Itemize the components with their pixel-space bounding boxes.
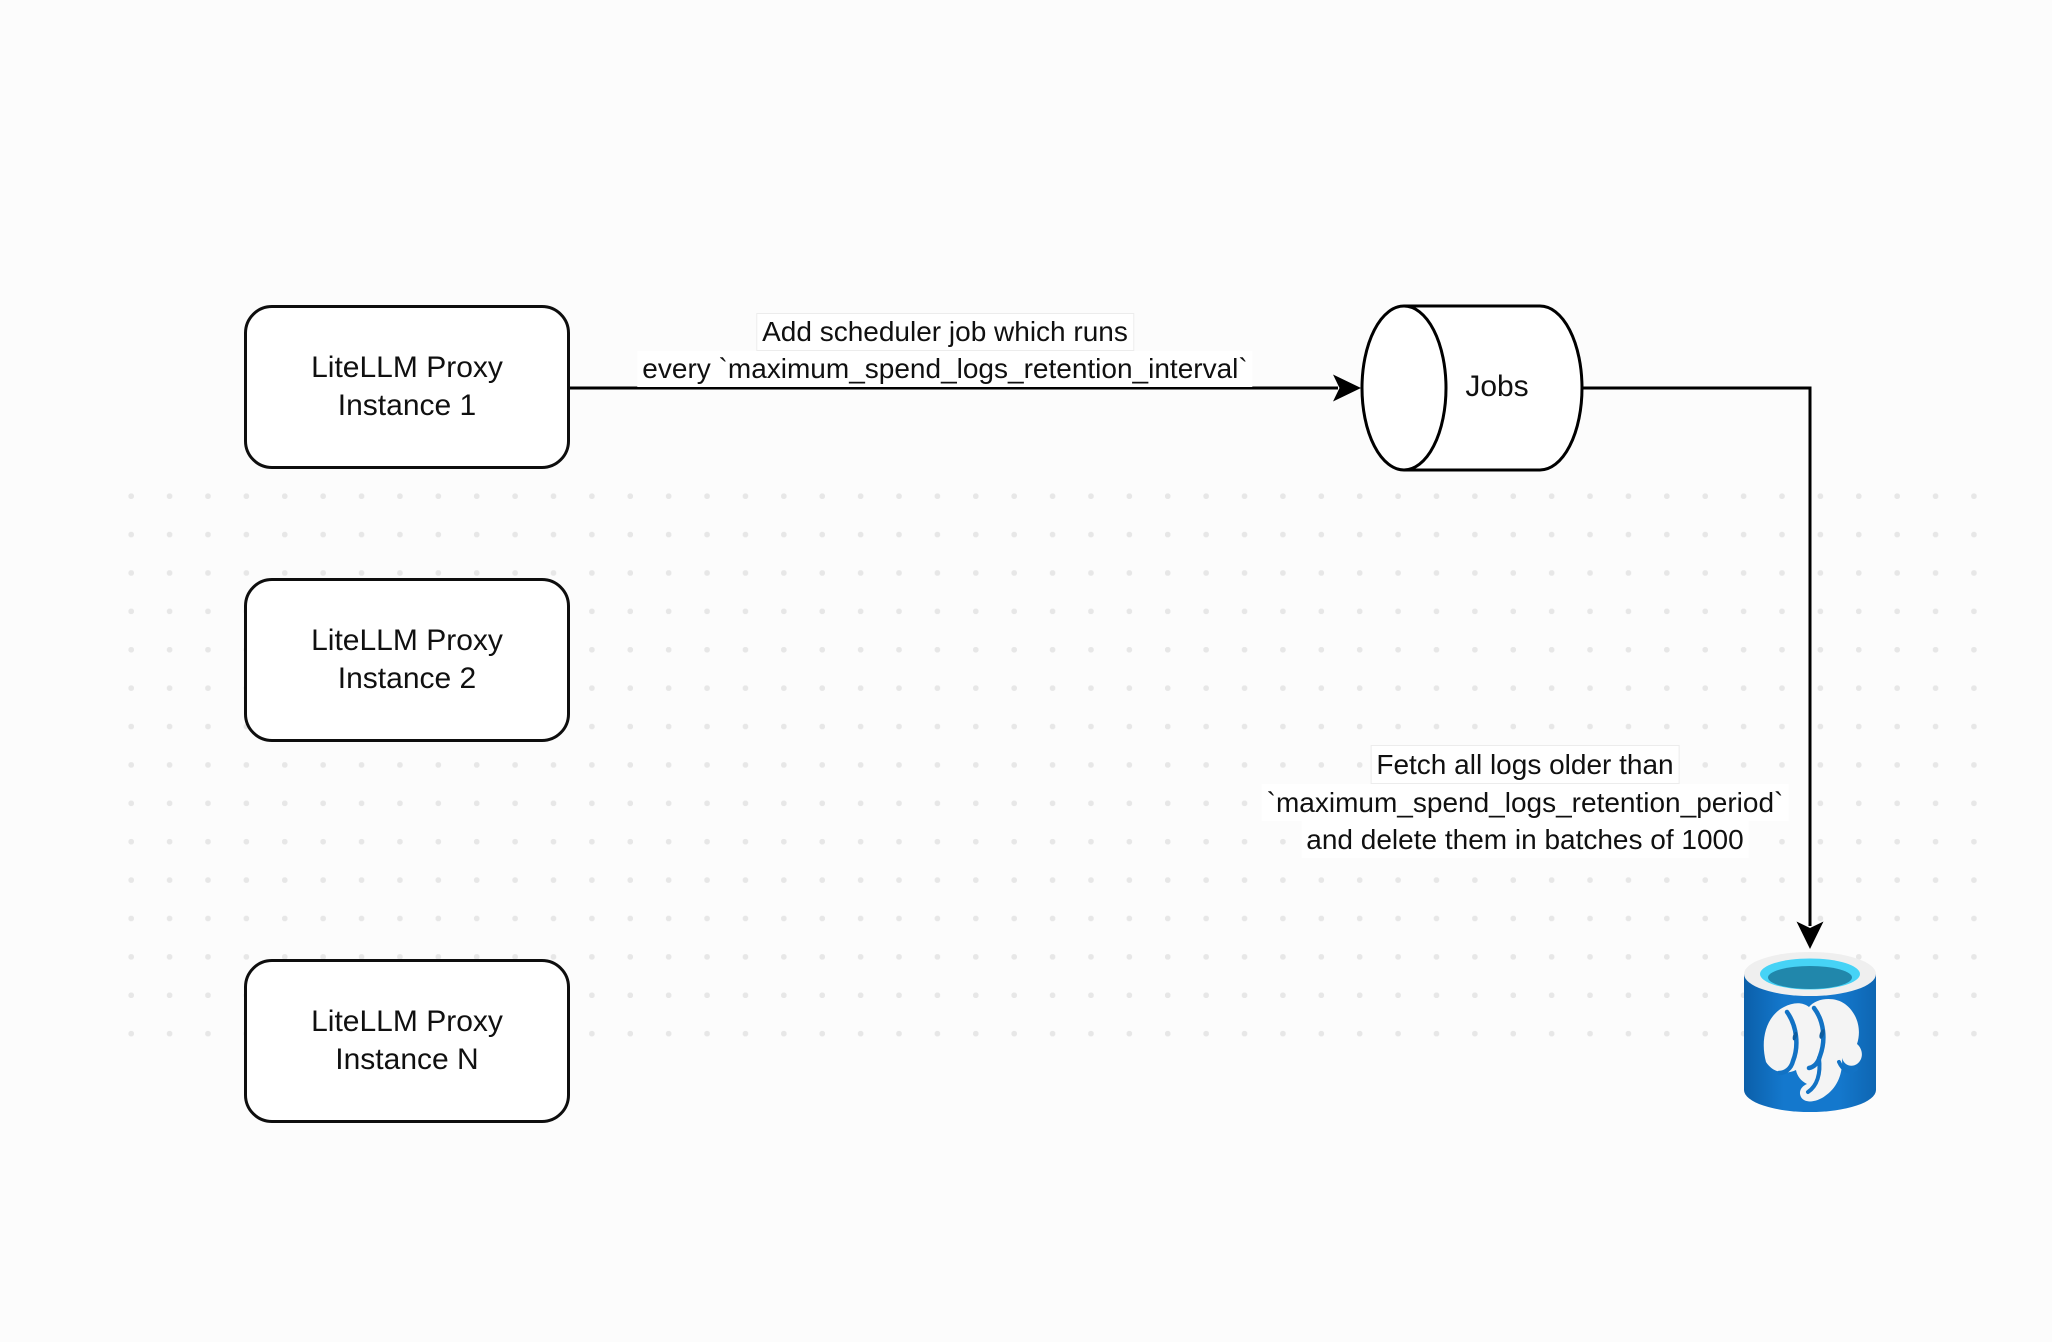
edge-label-line: Fetch all logs older than	[1370, 745, 1680, 784]
edge-label-line: and delete them in batches of 1000	[1301, 821, 1749, 858]
jobs-queue-cylinder	[1360, 304, 1584, 472]
node-litellm-proxy-instance-n: LiteLLM Proxy Instance N	[244, 959, 570, 1123]
arrow-scheduler-edge	[570, 374, 1361, 402]
node-label-line1: LiteLLM Proxy	[311, 351, 503, 384]
postgresql-database-icon	[1744, 952, 1876, 1112]
edge-label-scheduler-job: Add scheduler job which runs every `maxi…	[637, 313, 1253, 387]
node-litellm-proxy-instance-1: LiteLLM Proxy Instance 1	[244, 305, 570, 469]
edge-label-line: Add scheduler job which runs	[756, 313, 1134, 351]
node-litellm-proxy-instance-2: LiteLLM Proxy Instance 2	[244, 578, 570, 742]
edge-label-line: every `maximum_spend_logs_retention_inte…	[637, 351, 1253, 387]
edge-label-fetch-delete: Fetch all logs older than `maximum_spend…	[1261, 745, 1789, 858]
arrow-fetch-edge	[1582, 386, 1824, 949]
node-label-line2: Instance 1	[337, 389, 477, 422]
node-label-line1: LiteLLM Proxy	[311, 1005, 503, 1038]
postgres-elephant-icon	[1763, 998, 1862, 1102]
jobs-node-label: Jobs	[1465, 370, 1529, 403]
node-label-line1: LiteLLM Proxy	[311, 624, 503, 657]
node-label-line2: Instance 2	[337, 662, 477, 695]
node-label-line2: Instance N	[335, 1043, 479, 1076]
edge-label-line: `maximum_spend_logs_retention_period`	[1261, 784, 1789, 821]
